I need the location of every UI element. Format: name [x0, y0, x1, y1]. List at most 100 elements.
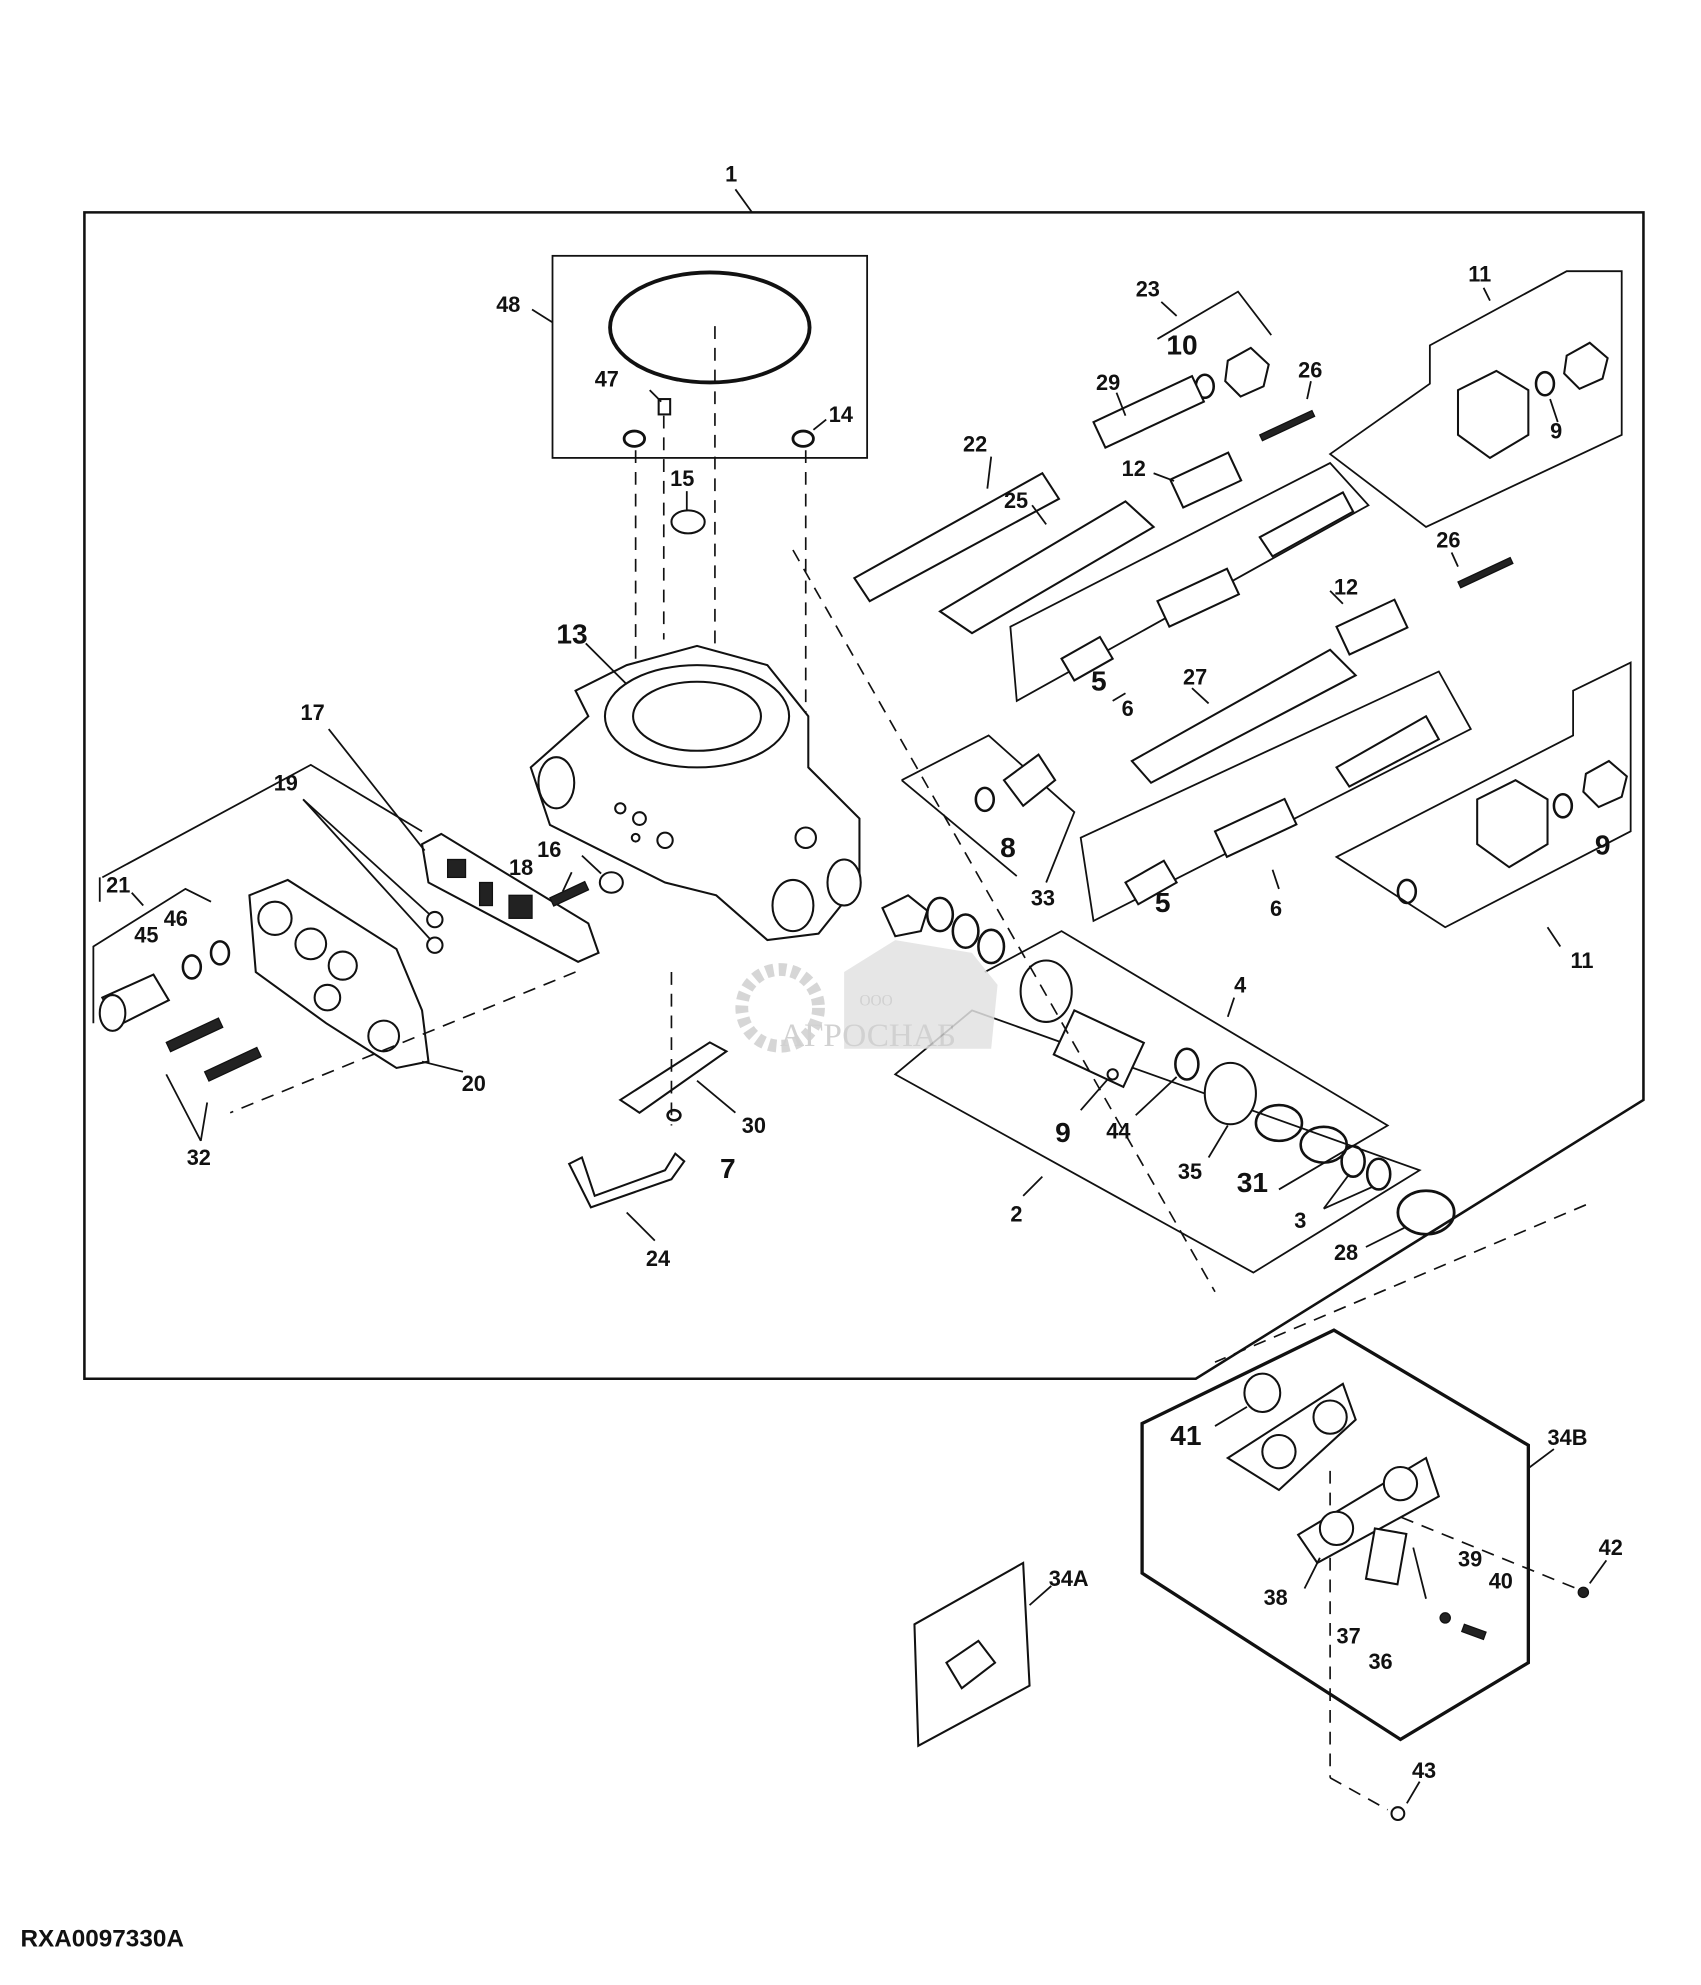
callout-12-top[interactable]: 12	[1122, 456, 1146, 481]
callout-36[interactable]: 36	[1368, 1649, 1392, 1674]
kit-11-bottom-frame	[1334, 661, 1632, 929]
callout-33[interactable]: 33	[1031, 886, 1055, 911]
callout-3[interactable]: 3	[1294, 1208, 1306, 1233]
callout-29[interactable]: 29	[1096, 370, 1120, 395]
nut-11-bottom	[1582, 759, 1628, 809]
callout-45[interactable]: 45	[134, 923, 158, 948]
callout-23[interactable]: 23	[1136, 277, 1160, 302]
o-ring-44	[1174, 1047, 1200, 1081]
spool-27	[1130, 648, 1358, 785]
callout-31[interactable]: 31	[1237, 1167, 1268, 1198]
callout-34b[interactable]: 34B	[1548, 1425, 1588, 1450]
o-ring-3-a	[1340, 1144, 1366, 1178]
combine-harvester-icon	[844, 940, 998, 1049]
callout-2[interactable]: 2	[1010, 1201, 1022, 1226]
callout-32[interactable]: 32	[187, 1145, 211, 1170]
figure-code: RXA0097330A	[20, 1926, 183, 1953]
callout-5-bottom[interactable]: 5	[1155, 887, 1171, 918]
callout-9-right[interactable]: 9	[1595, 829, 1611, 860]
callout-41[interactable]: 41	[1170, 1420, 1201, 1451]
callout-14[interactable]: 14	[829, 402, 853, 427]
svg-text:АГРОСНАБ: АГРОСНАБ	[780, 1017, 956, 1054]
callout-22[interactable]: 22	[963, 432, 987, 457]
pin-26-top	[1258, 409, 1316, 442]
callout-8[interactable]: 8	[1000, 832, 1016, 863]
kit-23-frame	[1156, 290, 1272, 340]
kit-4-frame	[984, 930, 1390, 1191]
callout-9-top[interactable]: 9	[1550, 419, 1562, 444]
sleeve-4	[1019, 959, 1073, 1023]
callout-17[interactable]: 17	[301, 700, 325, 725]
callout-5-top[interactable]: 5	[1091, 666, 1107, 697]
callout-13[interactable]: 13	[556, 618, 587, 649]
callout-18[interactable]: 18	[509, 855, 533, 880]
callout-4[interactable]: 4	[1234, 973, 1246, 998]
callout-25[interactable]: 25	[1004, 488, 1028, 513]
ball-19-b	[426, 936, 444, 954]
callout-27[interactable]: 27	[1183, 664, 1207, 689]
gear-icon	[735, 963, 825, 1053]
bolt-40	[1460, 1623, 1487, 1641]
check-16	[598, 871, 624, 894]
spool-22	[852, 471, 1061, 603]
callout-12-mid[interactable]: 12	[1334, 575, 1358, 600]
bolt-43	[1390, 1806, 1406, 1822]
screws-32	[165, 1017, 262, 1082]
bracket-30	[618, 1041, 729, 1114]
callout-39[interactable]: 39	[1458, 1547, 1482, 1572]
callout-7[interactable]: 7	[720, 1153, 736, 1184]
pin-36	[1412, 1547, 1427, 1599]
callout-9-center[interactable]: 9	[1055, 1117, 1071, 1148]
callout-6-bottom[interactable]: 6	[1270, 896, 1282, 921]
spring-12-top	[1168, 451, 1243, 509]
callout-42[interactable]: 42	[1599, 1535, 1623, 1560]
callout-40[interactable]: 40	[1489, 1568, 1513, 1593]
callout-47[interactable]: 47	[595, 366, 619, 391]
watermark-logo: ООО АГРОСНАБ	[735, 940, 998, 1054]
valve-housing-13	[529, 644, 862, 942]
o-ring-3-b	[1365, 1157, 1392, 1191]
callout-11-top[interactable]: 11	[1468, 261, 1491, 286]
seal-ring-hex	[881, 894, 929, 938]
o-ring-14-right	[791, 429, 815, 448]
nut-11-top	[1563, 341, 1609, 391]
callout-38[interactable]: 38	[1264, 1585, 1288, 1610]
solenoid-11-top	[1456, 369, 1530, 460]
spool-25	[938, 500, 1156, 635]
callout-37[interactable]: 37	[1337, 1623, 1361, 1648]
washer-39	[1439, 1612, 1451, 1624]
callout-34a[interactable]: 34A	[1049, 1566, 1089, 1591]
callout-24[interactable]: 24	[646, 1246, 670, 1271]
callout-28[interactable]: 28	[1334, 1240, 1358, 1265]
spool-body-4	[1052, 1009, 1146, 1089]
callout-26-top[interactable]: 26	[1298, 357, 1322, 382]
callout-16[interactable]: 16	[537, 837, 561, 862]
spring-12-mid	[1335, 598, 1409, 656]
kit-6-bottom-frame	[1079, 670, 1473, 923]
cover-34a	[945, 1639, 997, 1690]
o-ring-46	[209, 940, 231, 966]
callout-11-bottom[interactable]: 11	[1571, 948, 1594, 973]
ring-31-b	[1299, 1125, 1349, 1164]
pin-26-mid	[1457, 556, 1514, 589]
callout-43[interactable]: 43	[1412, 1758, 1436, 1783]
kit-34a-frame	[913, 1561, 1031, 1748]
bushing-35	[1203, 1061, 1257, 1126]
callout-21[interactable]: 21	[106, 873, 130, 898]
callout-46[interactable]: 46	[164, 906, 188, 931]
callout-10[interactable]: 10	[1166, 329, 1197, 360]
spring-18	[549, 880, 590, 907]
callout-15[interactable]: 15	[670, 466, 694, 491]
callout-30[interactable]: 30	[742, 1113, 766, 1138]
callout-1[interactable]: 1	[725, 162, 737, 187]
kit-21-frame	[98, 763, 423, 902]
callout-6-top[interactable]: 6	[1122, 696, 1134, 721]
kit-34b-frame	[1140, 1328, 1531, 1742]
callout-20[interactable]: 20	[462, 1071, 486, 1096]
seal-41	[1243, 1372, 1282, 1414]
callout-35[interactable]: 35	[1178, 1159, 1202, 1184]
ball-9-center	[1106, 1068, 1119, 1081]
svg-text:ООО: ООО	[859, 992, 892, 1009]
callout-26-mid[interactable]: 26	[1436, 527, 1460, 552]
callout-48[interactable]: 48	[496, 292, 520, 317]
